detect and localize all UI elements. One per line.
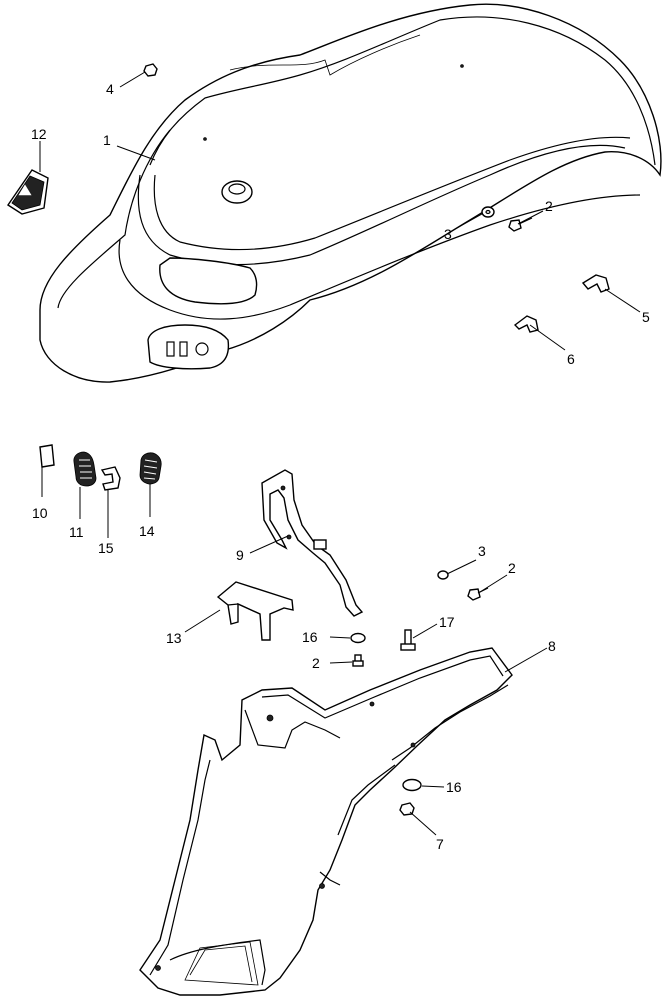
washer-part-16-upper xyxy=(350,632,366,644)
leader-5 xyxy=(604,288,641,313)
leader-13 xyxy=(184,609,221,633)
callout-7: 7 xyxy=(436,836,444,852)
callout-8: 8 xyxy=(548,638,556,654)
callout-17: 17 xyxy=(439,614,455,630)
callout-labels: 1 2 3 4 5 6 12 10 11 15 14 9 3 2 13 16 1… xyxy=(31,81,650,852)
bolt-part-17 xyxy=(400,629,416,651)
leader-9 xyxy=(249,535,289,554)
leader-3a xyxy=(456,213,483,229)
leader-8 xyxy=(504,647,548,673)
callout-5: 5 xyxy=(642,309,650,325)
callout-1: 1 xyxy=(103,132,111,148)
leader-16a xyxy=(329,636,351,639)
callout-13: 13 xyxy=(166,630,182,646)
callout-6: 6 xyxy=(567,351,575,367)
bolt-part-2-lower xyxy=(352,654,364,667)
leader-2a xyxy=(517,210,544,225)
leader-17 xyxy=(412,623,438,639)
leader-6 xyxy=(529,324,566,351)
nut-part-4 xyxy=(143,63,158,77)
callout-12: 12 xyxy=(31,126,47,142)
pad-part-14 xyxy=(139,452,162,485)
callout-3b: 3 xyxy=(478,543,486,559)
callout-3: 3 xyxy=(444,226,452,242)
callout-2c: 2 xyxy=(312,655,320,671)
bracket-part-13 xyxy=(216,581,294,641)
bracket-part-9 xyxy=(261,469,364,617)
callout-11: 11 xyxy=(69,524,84,540)
callout-10: 10 xyxy=(32,505,48,521)
callout-9: 9 xyxy=(236,547,244,563)
washer-part-3 xyxy=(481,206,495,218)
washer-part-3-lower xyxy=(437,570,449,580)
callout-4: 4 xyxy=(106,81,114,97)
leader-4 xyxy=(119,71,146,88)
fender-part-1 xyxy=(39,3,662,383)
bolt-part-2 xyxy=(508,217,533,232)
callout-2: 2 xyxy=(545,198,553,214)
leader-1 xyxy=(116,145,156,161)
leader-16b xyxy=(421,785,445,788)
leader-3b xyxy=(446,559,477,575)
clip-part-5 xyxy=(581,274,610,293)
washer-part-16-lower xyxy=(402,778,422,792)
liner-part-8 xyxy=(139,647,513,996)
callout-16a: 16 xyxy=(302,629,318,645)
callout-16b: 16 xyxy=(446,779,462,795)
leader-2c xyxy=(329,661,353,664)
clip-part-6 xyxy=(513,315,539,333)
callout-14: 14 xyxy=(139,523,155,539)
decal-part-12 xyxy=(7,169,49,215)
callout-15: 15 xyxy=(98,540,114,556)
pad-part-10 xyxy=(39,444,55,468)
clip-part-15 xyxy=(100,466,121,491)
pad-part-11 xyxy=(73,451,97,487)
leader-lines xyxy=(39,71,641,836)
leader-2b xyxy=(479,574,508,593)
leader-7 xyxy=(409,811,437,836)
callout-2b: 2 xyxy=(508,560,516,576)
bolt-part-2-mid xyxy=(467,587,489,601)
